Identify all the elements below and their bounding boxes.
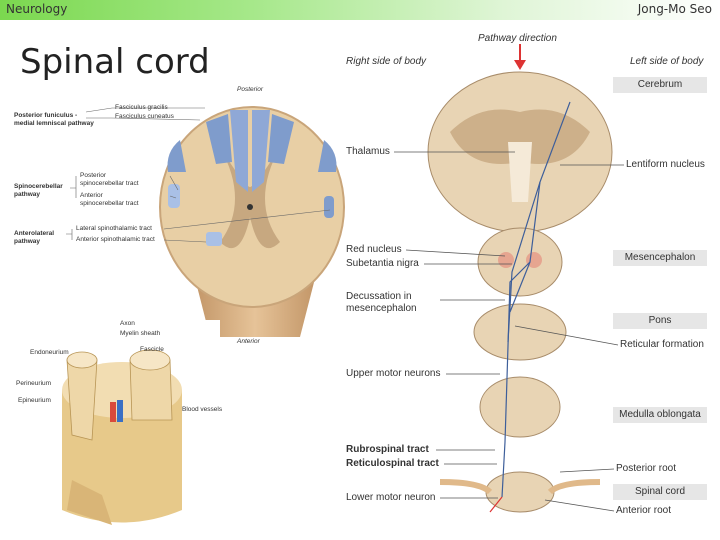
pathway-direction-label: Pathway direction bbox=[478, 33, 557, 44]
header-bar: Neurology Jong-Mo Seo bbox=[0, 0, 720, 20]
motor-pathway-diagram bbox=[427, 44, 613, 513]
label-reticular-formation: Reticular formation bbox=[620, 339, 704, 350]
label-lower-motor-neuron: Lower motor neuron bbox=[346, 492, 436, 503]
tract-label-fasciculus-cuneatus: Fasciculus cuneatus bbox=[115, 113, 174, 120]
pathway-label-medial-lemniscal: Posterior funiculus - medial lemniscal p… bbox=[14, 112, 94, 127]
label-decussation: Decussation in mesencephalon bbox=[346, 291, 417, 314]
label-rubrospinal-tract: Rubrospinal tract bbox=[346, 444, 429, 455]
nerve-label-perineurium: Perineurium bbox=[16, 380, 52, 387]
pathway-label-anterolateral: Anterolateral pathway bbox=[14, 230, 55, 245]
tract-label-posterior-spinocerebellar: Posterior spinocerebellar tract bbox=[80, 172, 139, 187]
anterior-label: Anterior bbox=[237, 338, 260, 345]
pathway-label-spinocerebellar: Spinocerebellar pathway bbox=[14, 183, 63, 198]
tract-label-fasciculus-gracilis: Fasciculus gracilis bbox=[115, 104, 168, 111]
nerve-label-myelin-sheath: Myelin sheath bbox=[120, 330, 161, 337]
label-thalamus: Thalamus bbox=[346, 146, 390, 157]
nerve-label-blood-vessels: Blood vessels bbox=[182, 406, 223, 413]
tract-label-lateral-spinothalamic: Lateral spinothalamic tract bbox=[76, 225, 152, 232]
spinal-cord-cross-section bbox=[159, 106, 345, 337]
author-name: Jong-Mo Seo bbox=[637, 2, 712, 16]
label-upper-motor-neurons: Upper motor neurons bbox=[346, 368, 441, 379]
label-posterior-root: Posterior root bbox=[616, 463, 677, 474]
box-pons: Pons bbox=[613, 313, 707, 329]
label-lentiform-nucleus: Lentiform nucleus bbox=[626, 159, 705, 170]
label-reticulospinal-tract: Reticulospinal tract bbox=[346, 458, 439, 469]
nerve-label-endoneurium: Endoneurium bbox=[30, 349, 69, 356]
tract-label-anterior-spinothalamic: Anterior spinothalamic tract bbox=[76, 236, 155, 243]
slide-title: Spinal cord bbox=[20, 42, 210, 82]
tract-label-anterior-spinocerebellar: Anterior spinocerebellar tract bbox=[80, 192, 139, 207]
box-spinal-cord: Spinal cord bbox=[613, 484, 707, 500]
box-mesencephalon: Mesencephalon bbox=[613, 250, 707, 266]
nerve-label-fascicle: Fascicle bbox=[140, 346, 164, 353]
box-medulla-oblongata: Medulla oblongata bbox=[613, 407, 707, 423]
course-title: Neurology bbox=[6, 2, 68, 16]
posterior-label: Posterior bbox=[237, 86, 264, 93]
nerve-illustration bbox=[12, 320, 220, 530]
label-anterior-root: Anterior root bbox=[616, 505, 672, 516]
label-red-nucleus: Red nucleus bbox=[346, 244, 402, 255]
box-cerebrum: Cerebrum bbox=[613, 77, 707, 93]
nerve-label-epineurium: Epineurium bbox=[18, 397, 51, 404]
right-side-of-body-label: Right side of body bbox=[346, 56, 427, 67]
left-side-of-body-label: Left side of body bbox=[630, 56, 704, 67]
label-substantia-nigra: Subetantia nigra bbox=[346, 258, 419, 269]
nerve-label-axon: Axon bbox=[120, 320, 135, 327]
